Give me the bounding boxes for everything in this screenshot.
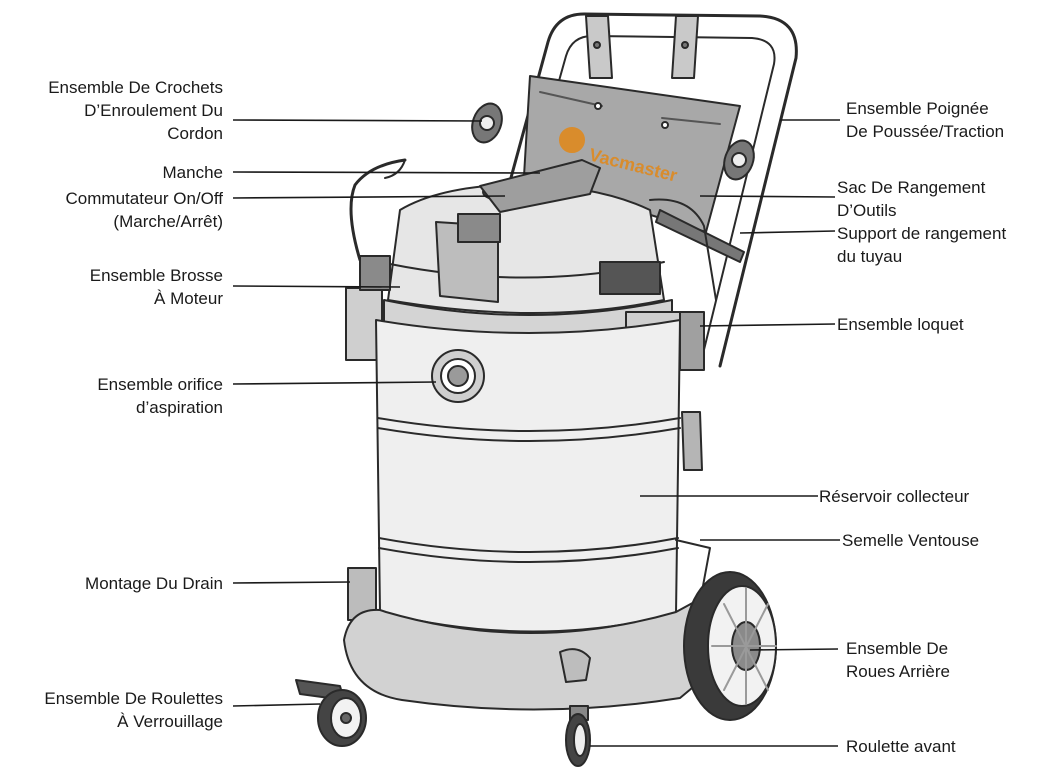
label-line: Cordon (48, 122, 223, 145)
label-tank: Réservoir collecteur (819, 485, 969, 508)
label-line: du tuyau (837, 245, 1006, 268)
label-locking-casters: Ensemble De Roulettes À Verrouillage (44, 687, 223, 733)
label-hose-holder: Support de rangement du tuyau (837, 222, 1006, 268)
label-line: À Verrouillage (44, 710, 223, 733)
label-line: Ensemble loquet (837, 313, 964, 336)
label-switch: Commutateur On/Off (Marche/Arrêt) (66, 187, 223, 233)
rear-wheel (684, 572, 776, 720)
label-line: De Poussée/Traction (846, 120, 1004, 143)
label-line: Ensemble De (846, 637, 950, 660)
label-line: Semelle Ventouse (842, 529, 979, 552)
label-front-caster: Roulette avant (846, 735, 956, 758)
label-base: Semelle Ventouse (842, 529, 979, 552)
label-line: (Marche/Arrêt) (66, 210, 223, 233)
label-line: Ensemble Poignée (846, 97, 1004, 120)
label-line: Ensemble De Roulettes (44, 687, 223, 710)
label-push-pull-handle: Ensemble Poignée De Poussée/Traction (846, 97, 1004, 143)
inlet-port (448, 366, 468, 386)
label-line: Support de rangement (837, 222, 1006, 245)
label-power-brush: Ensemble Brosse À Moteur (90, 264, 223, 310)
label-line: Commutateur On/Off (66, 187, 223, 210)
label-line: D’Enroulement Du (48, 99, 223, 122)
label-tool-bag: Sac De Rangement D’Outils (837, 176, 985, 222)
label-line: Roulette avant (846, 735, 956, 758)
label-line: Manche (163, 161, 223, 184)
label-handle: Manche (163, 161, 223, 184)
label-line: Réservoir collecteur (819, 485, 969, 508)
locking-caster (296, 680, 366, 746)
label-inlet: Ensemble orifice d’aspiration (97, 373, 223, 419)
label-line: Ensemble De Crochets (48, 76, 223, 99)
label-line: Sac De Rangement (837, 176, 985, 199)
label-line: À Moteur (90, 287, 223, 310)
label-latch: Ensemble loquet (837, 313, 964, 336)
label-line: D’Outils (837, 199, 985, 222)
label-line: Ensemble Brosse (90, 264, 223, 287)
label-drain: Montage Du Drain (85, 572, 223, 595)
label-cord-hooks: Ensemble De Crochets D’Enroulement Du Co… (48, 76, 223, 145)
label-line: Roues Arrière (846, 660, 950, 683)
label-line: d’aspiration (97, 396, 223, 419)
label-line: Ensemble orifice (97, 373, 223, 396)
collection-tank (348, 320, 680, 632)
front-caster (566, 706, 590, 766)
label-rear-wheels: Ensemble De Roues Arrière (846, 637, 950, 683)
label-line: Montage Du Drain (85, 572, 223, 595)
